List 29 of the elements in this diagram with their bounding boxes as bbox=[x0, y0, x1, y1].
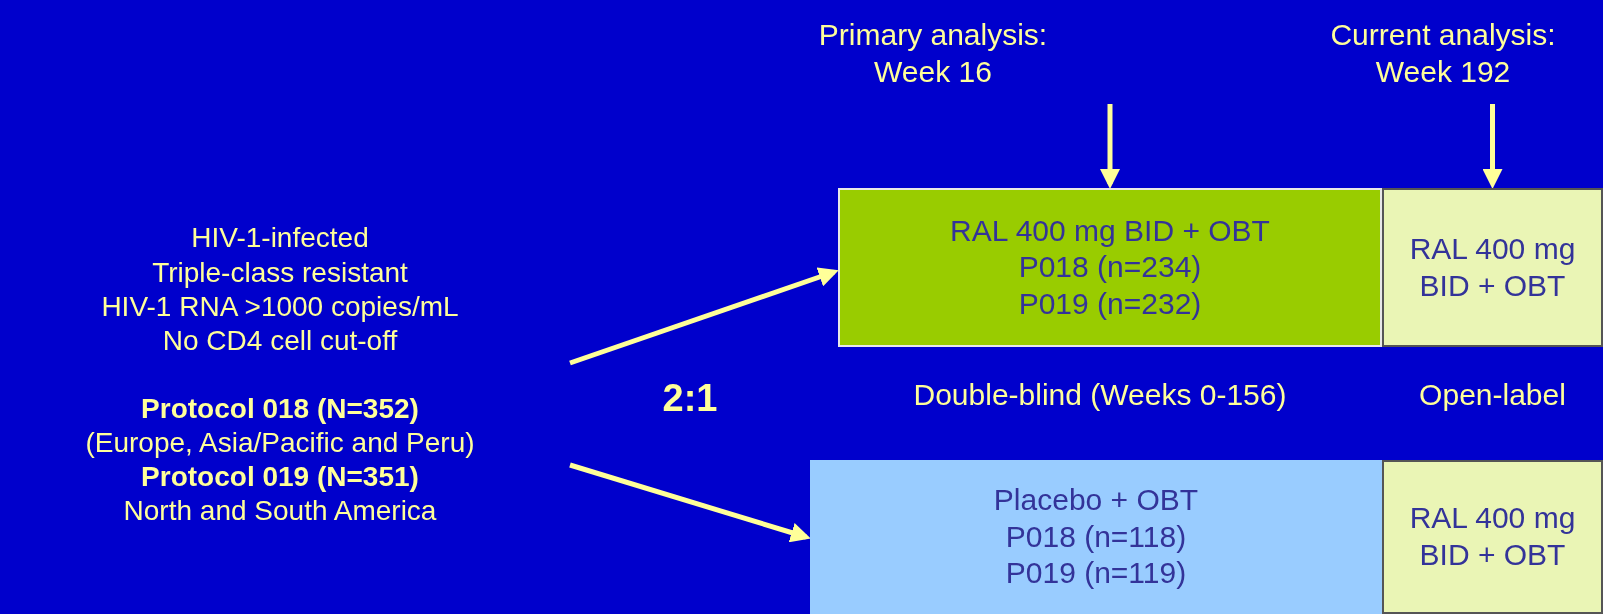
box-text: P019 (n=232) bbox=[1018, 285, 1202, 322]
box-text: P019 (n=119) bbox=[1005, 555, 1187, 592]
box-text: RAL 400 mg BID + OBT bbox=[950, 212, 1270, 249]
text-line: Protocol 019 (N=351) bbox=[141, 460, 419, 495]
box-text: P018 (n=118) bbox=[1005, 518, 1187, 555]
arm-box bbox=[810, 460, 1382, 614]
ratio-label: 2:1 bbox=[661, 376, 719, 421]
arrow bbox=[1482, 104, 1503, 189]
text-line: (Europe, Asia/Pacific and Peru) bbox=[85, 426, 475, 461]
box-text: Placebo + OBT bbox=[993, 482, 1199, 519]
text-line: Current analysis: Week 192 bbox=[1329, 17, 1557, 90]
arrow bbox=[1100, 104, 1120, 189]
arrow bbox=[569, 462, 811, 543]
text-line: North and South America bbox=[123, 494, 437, 529]
text-line: Primary analysis: Week 16 bbox=[817, 17, 1049, 90]
text-line: HIV-1-infected bbox=[191, 221, 369, 256]
text-line: HIV-1 RNA >1000 copies/mL bbox=[101, 289, 459, 324]
arm-box bbox=[1382, 188, 1603, 347]
box-text: P018 (n=234) bbox=[1018, 249, 1202, 286]
arm-box bbox=[1382, 460, 1603, 614]
text-line: Triple-class resistant bbox=[152, 255, 408, 290]
phase-label: Open-label bbox=[1418, 377, 1567, 413]
phase-label: Double-blind (Weeks 0-156) bbox=[912, 377, 1288, 413]
arm-box bbox=[838, 188, 1382, 347]
box-text: RAL 400 mg BID + OBT bbox=[1408, 500, 1577, 573]
text-line: Protocol 018 (N=352) bbox=[141, 392, 419, 426]
box-text: RAL 400 mg BID + OBT bbox=[1408, 230, 1577, 304]
text-line: No CD4 cell cut-off bbox=[162, 323, 398, 358]
arrow bbox=[569, 267, 839, 366]
